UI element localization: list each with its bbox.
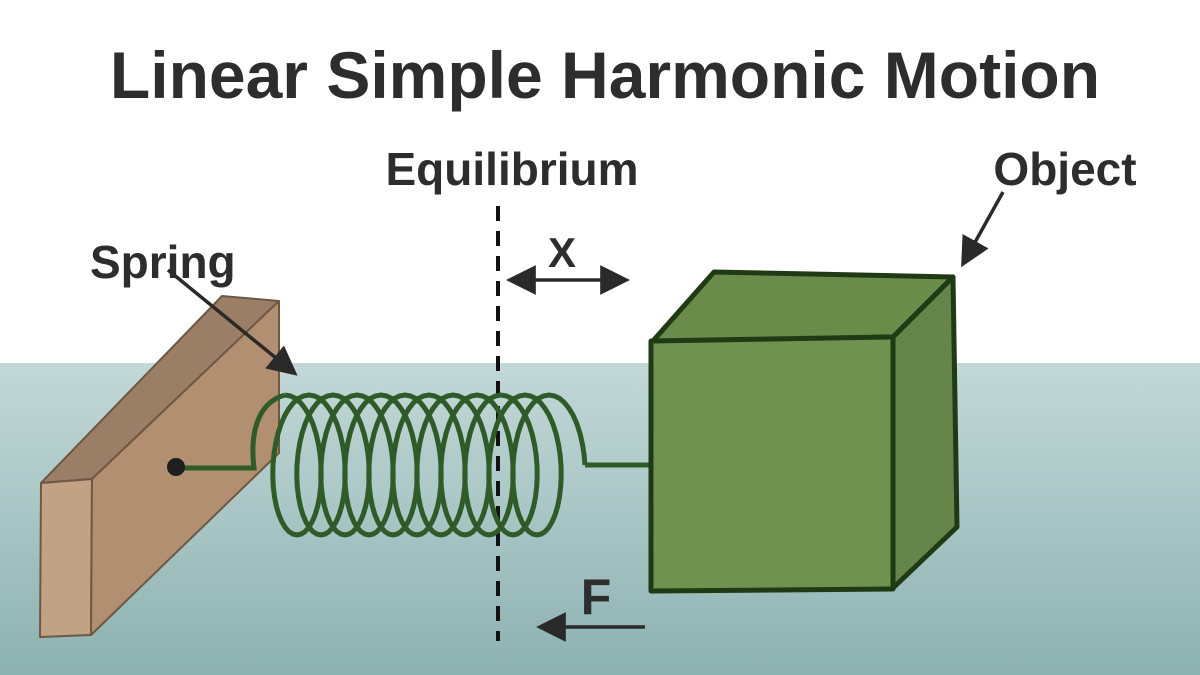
equilibrium-label: Equilibrium xyxy=(386,143,639,195)
wall-end-face xyxy=(39,478,93,638)
spring-anchor-wire xyxy=(176,392,286,471)
diagram-title: Linear Simple Harmonic Motion xyxy=(110,38,1100,112)
object-label: Object xyxy=(993,143,1136,195)
spring-assembly xyxy=(176,392,651,538)
spring-label: Spring xyxy=(90,236,236,288)
force-label: F xyxy=(581,569,612,625)
object-pointer-arrow xyxy=(961,191,1005,268)
cube-front-face xyxy=(648,334,896,594)
spring-pointer-arrow xyxy=(166,268,298,376)
spring-coil xyxy=(270,392,588,538)
displacement-label: X xyxy=(548,229,576,276)
wall-anchor-dot xyxy=(167,458,185,476)
object-cube xyxy=(648,269,960,594)
